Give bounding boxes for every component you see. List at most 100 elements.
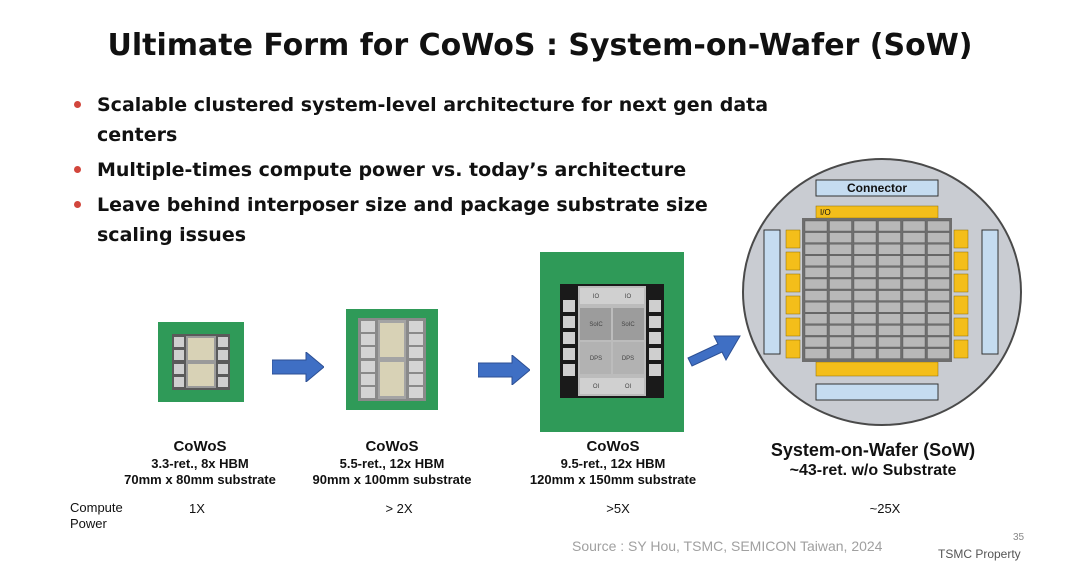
slide-title: Ultimate Form for CoWoS : System-on-Wafe… bbox=[107, 28, 973, 63]
chip-oi-label: OI bbox=[625, 384, 632, 390]
wafer-die-tile bbox=[927, 301, 950, 313]
wafer-die-tile bbox=[829, 255, 852, 267]
bullet-dot-icon bbox=[74, 101, 81, 108]
bullet-list: Scalable clustered system-level architec… bbox=[72, 90, 772, 255]
bullet-text: Leave behind interposer size and package… bbox=[97, 194, 708, 246]
wafer-die-tile bbox=[878, 336, 901, 348]
wafer-die-tile bbox=[853, 325, 877, 336]
cowos-package-3-image: IO IO SoIC SoIC DPS DPS OI OI bbox=[540, 252, 684, 432]
wafer-die-tile bbox=[902, 290, 926, 301]
wafer-die-tile bbox=[829, 232, 852, 243]
wafer-die-tile bbox=[927, 313, 950, 325]
page-number: 35 bbox=[1013, 532, 1025, 543]
package-substrate: 90mm x 100mm substrate bbox=[312, 472, 472, 487]
wafer-die-tile bbox=[902, 243, 926, 255]
wafer-die-tile bbox=[927, 255, 950, 267]
wafer-die-tile bbox=[927, 267, 950, 278]
wafer-die-tile bbox=[853, 348, 877, 359]
compute-power-label: Compute Power bbox=[70, 500, 123, 531]
wafer-die-tile bbox=[878, 301, 901, 313]
wafer-die-tile bbox=[927, 290, 950, 301]
wafer-die-tile bbox=[853, 255, 877, 267]
chip-io-label: IO bbox=[625, 294, 632, 300]
bullet-item: Multiple-times compute power vs. today’s… bbox=[72, 155, 772, 185]
wafer-die-tile bbox=[829, 220, 852, 232]
wafer-die-tile bbox=[878, 255, 901, 267]
wafer-die-tile bbox=[878, 313, 901, 325]
package-1-caption: CoWoS 3.3-ret., 8x HBM 70mm x 80mm subst… bbox=[90, 437, 310, 488]
wafer-die-tile bbox=[927, 220, 950, 232]
wafer-die-tile bbox=[902, 301, 926, 313]
wafer-die-tile bbox=[853, 267, 877, 278]
package-spec: 9.5-ret., 12x HBM bbox=[560, 456, 666, 471]
sow-name: System-on-Wafer (SoW) bbox=[770, 440, 976, 460]
bullet-dot-icon bbox=[74, 201, 81, 208]
wafer-die-tile bbox=[878, 267, 901, 278]
wafer-die-tile bbox=[878, 290, 901, 301]
wafer-die-tile bbox=[829, 290, 852, 301]
wafer-die-tile bbox=[804, 290, 828, 301]
wafer-die-tile bbox=[853, 243, 877, 255]
connector-label: Connector bbox=[847, 181, 907, 195]
wafer-die-tile bbox=[804, 267, 828, 278]
wafer-die-tile bbox=[927, 232, 950, 243]
chip-io-label: IO bbox=[593, 294, 600, 300]
wafer-die-tile bbox=[902, 220, 926, 232]
bullet-item: Leave behind interposer size and package… bbox=[72, 190, 772, 250]
wafer-die-tile bbox=[853, 232, 877, 243]
wafer-die-tile bbox=[829, 243, 852, 255]
wafer-die-tile bbox=[878, 325, 901, 336]
package-name: CoWoS bbox=[173, 438, 227, 455]
wafer-die-tile bbox=[804, 255, 828, 267]
wafer-die-tile bbox=[902, 232, 926, 243]
package-spec: 5.5-ret., 12x HBM bbox=[339, 456, 445, 471]
chip-dps-label: DPS bbox=[590, 356, 602, 362]
chip-dps-label: DPS bbox=[622, 356, 634, 362]
wafer-die-tile bbox=[804, 313, 828, 325]
wafer-die-tile bbox=[853, 290, 877, 301]
wafer-die-tile bbox=[804, 232, 828, 243]
wafer-die-tile bbox=[927, 336, 950, 348]
arrow-right-icon bbox=[478, 355, 530, 385]
wafer-die-tile bbox=[804, 325, 828, 336]
wafer-die-tile bbox=[927, 278, 950, 290]
wafer-die-tile bbox=[829, 336, 852, 348]
package-name: CoWoS bbox=[365, 438, 419, 455]
package-name: CoWoS bbox=[586, 438, 640, 455]
package-3-caption: CoWoS 9.5-ret., 12x HBM 120mm x 150mm su… bbox=[510, 437, 716, 488]
wafer-die-tile bbox=[902, 278, 926, 290]
compute-value: 1X bbox=[189, 501, 205, 516]
wafer-die-tile bbox=[853, 220, 877, 232]
package-2-caption: CoWoS 5.5-ret., 12x HBM 90mm x 100mm sub… bbox=[292, 437, 492, 488]
wafer-die-tile bbox=[853, 278, 877, 290]
system-on-wafer-image: Connector I/O bbox=[742, 158, 1022, 426]
io-label: I/O bbox=[820, 208, 831, 217]
wafer-die-tile bbox=[804, 348, 828, 359]
wafer-die-tile bbox=[902, 255, 926, 267]
chip-oi-label: OI bbox=[593, 384, 600, 390]
bullet-text: Multiple-times compute power vs. today’s… bbox=[97, 159, 687, 181]
cowos-package-2-image bbox=[346, 309, 438, 410]
bullet-item: Scalable clustered system-level architec… bbox=[72, 90, 772, 150]
wafer-die-tile bbox=[853, 336, 877, 348]
wafer-die-tile bbox=[878, 220, 901, 232]
wafer-die-tile bbox=[878, 232, 901, 243]
wafer-die-tile bbox=[829, 267, 852, 278]
wafer-die-tile bbox=[902, 325, 926, 336]
sow-caption: System-on-Wafer (SoW) ~43-ret. w/o Subst… bbox=[735, 439, 1011, 481]
wafer-die-tile bbox=[878, 348, 901, 359]
bullet-dot-icon bbox=[74, 166, 81, 173]
arrow-right-icon bbox=[272, 352, 324, 382]
wafer-die-tile bbox=[878, 243, 901, 255]
wafer-die-tile bbox=[829, 278, 852, 290]
wafer-die-tile bbox=[804, 220, 828, 232]
wafer-die-tile bbox=[829, 325, 852, 336]
wafer-die-tile bbox=[804, 243, 828, 255]
wafer-die-tile bbox=[829, 313, 852, 325]
sow-spec: ~43-ret. w/o Substrate bbox=[789, 462, 957, 479]
compute-value: ~25X bbox=[869, 501, 901, 516]
package-substrate: 70mm x 80mm substrate bbox=[124, 472, 276, 487]
wafer-die-tile bbox=[829, 301, 852, 313]
wafer-die-tile bbox=[902, 336, 926, 348]
wafer-die-tile bbox=[853, 313, 877, 325]
